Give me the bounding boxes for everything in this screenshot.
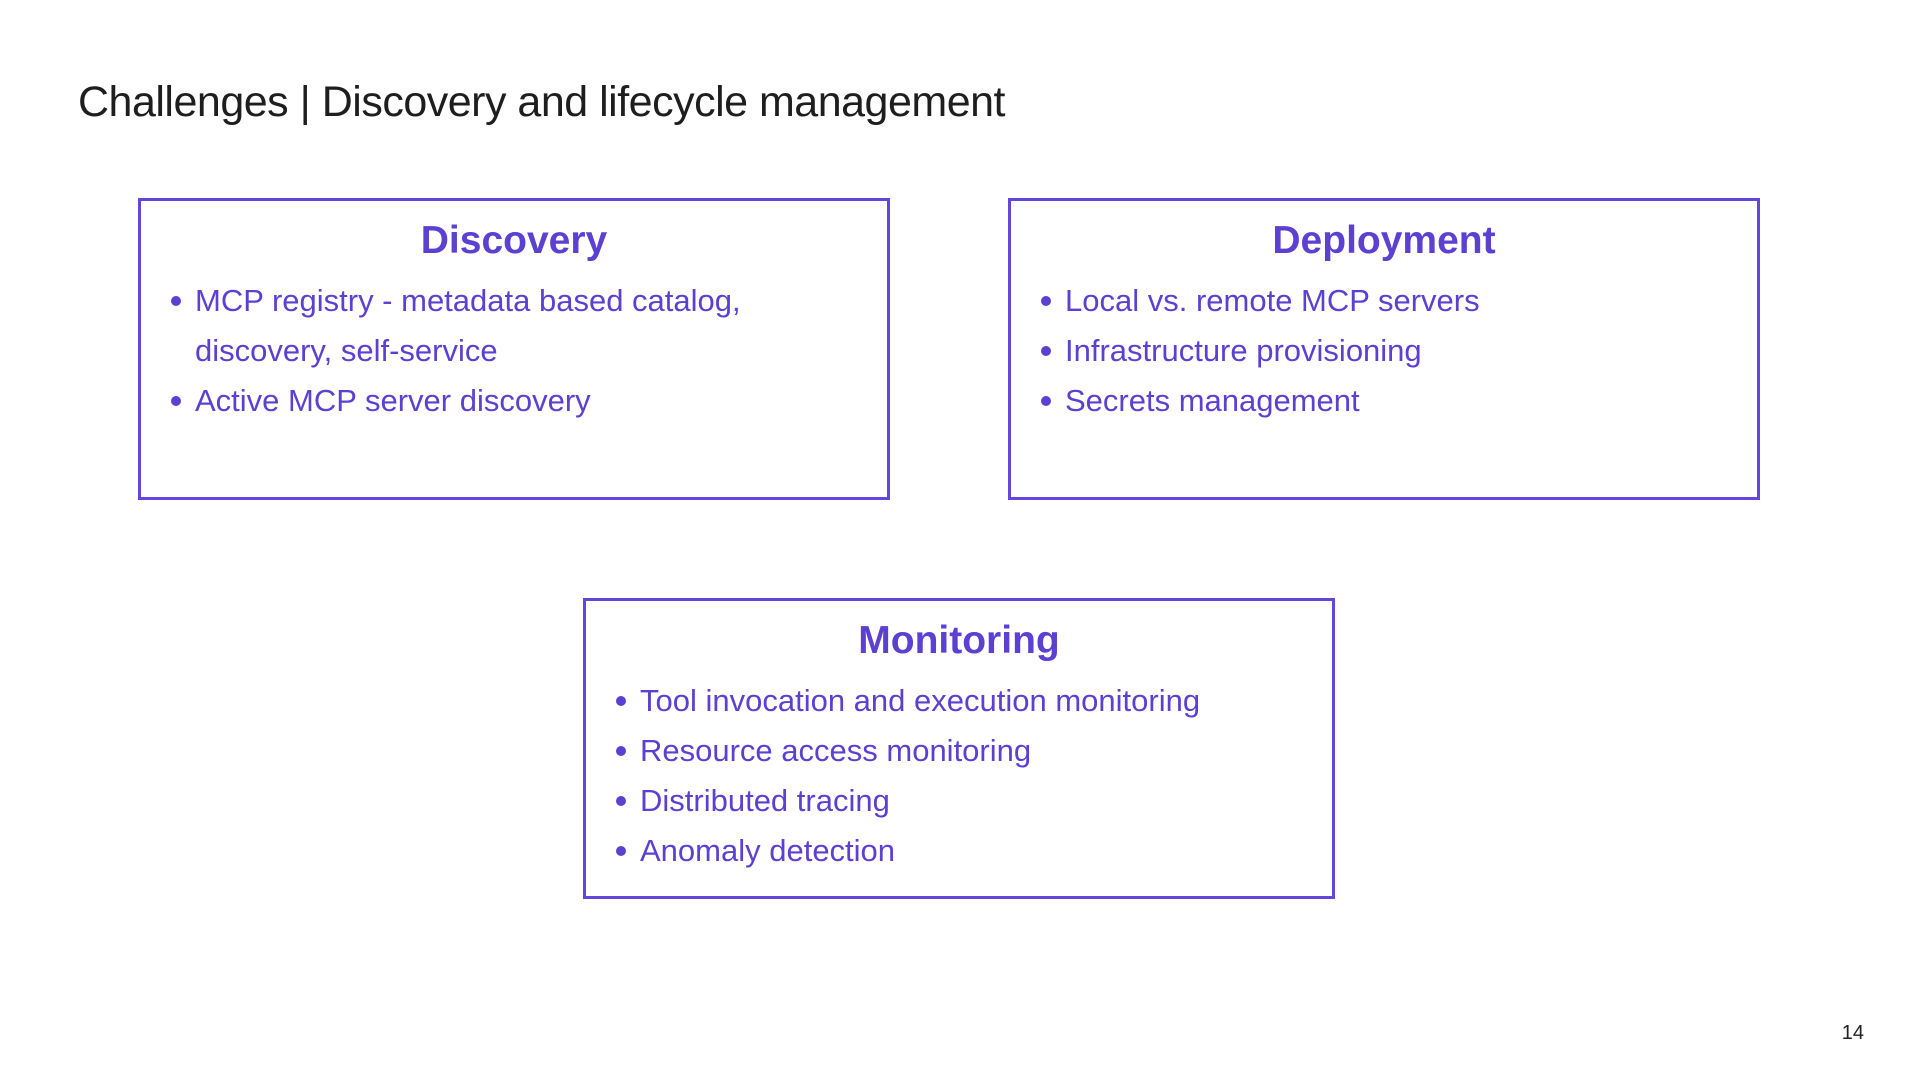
bullet-dot-icon (171, 295, 181, 306)
bullet-dot-icon (1041, 395, 1051, 406)
list-item: Resource access monitoring (614, 726, 1314, 776)
list-item: Distributed tracing (614, 776, 1314, 826)
list-item: Active MCP server discovery (169, 376, 869, 426)
slide-title: Challenges | Discovery and lifecycle man… (78, 78, 1005, 126)
bullet-text: Anomaly detection (640, 832, 896, 868)
bullet-text: Local vs. remote MCP servers (1065, 282, 1480, 318)
bullet-dot-icon (1041, 345, 1051, 356)
list-item: Tool invocation and execution monitoring (614, 676, 1314, 726)
bullet-dot-icon (171, 395, 181, 406)
list-item: Local vs. remote MCP servers (1039, 276, 1739, 326)
bullet-text: Secrets management (1065, 382, 1360, 418)
bullet-dot-icon (616, 795, 626, 806)
list-item: Anomaly detection (614, 826, 1314, 876)
deployment-box: Deployment Local vs. remote MCP servers … (1008, 198, 1760, 500)
bullet-text: Tool invocation and execution monitoring (640, 682, 1201, 718)
bullet-text: MCP registry - metadata based catalog, d… (195, 282, 741, 368)
monitoring-box-title: Monitoring (858, 619, 1060, 662)
discovery-box-title: Discovery (420, 219, 608, 262)
bullet-text: Infrastructure provisioning (1065, 332, 1422, 368)
bullet-dot-icon (616, 695, 626, 706)
page-number: 14 (1841, 1022, 1864, 1044)
deployment-box-title: Deployment (1272, 219, 1496, 262)
bullet-dot-icon (616, 845, 626, 856)
deployment-bullet-list: Local vs. remote MCP servers Infrastruct… (1011, 276, 1757, 426)
list-item: MCP registry - metadata based catalog, d… (169, 276, 869, 376)
discovery-bullet-list: MCP registry - metadata based catalog, d… (141, 276, 887, 426)
monitoring-box: Monitoring Tool invocation and execution… (583, 598, 1335, 899)
list-item: Secrets management (1039, 376, 1739, 426)
bullet-text: Distributed tracing (640, 782, 890, 818)
bullet-dot-icon (1041, 295, 1051, 306)
list-item: Infrastructure provisioning (1039, 326, 1739, 376)
bullet-text: Active MCP server discovery (195, 382, 591, 418)
bullet-text: Resource access monitoring (640, 732, 1032, 768)
discovery-box: Discovery MCP registry - metadata based … (138, 198, 890, 500)
monitoring-bullet-list: Tool invocation and execution monitoring… (586, 676, 1332, 876)
bullet-dot-icon (616, 745, 626, 756)
